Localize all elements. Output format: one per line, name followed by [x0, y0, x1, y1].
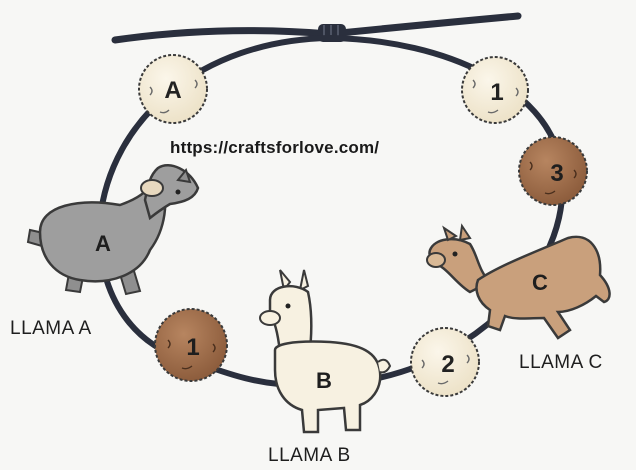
- bead-2-text: 2: [441, 351, 454, 378]
- bead-2-cream: 2: [410, 327, 480, 397]
- llama-c: C: [426, 223, 611, 340]
- bead-1-brown-text: 1: [186, 334, 199, 361]
- bead-1-cream-text: 1: [490, 79, 503, 106]
- bead-a: A: [138, 54, 208, 124]
- llama-a: A: [26, 163, 200, 296]
- llama-b-label: LLAMA B: [268, 445, 351, 466]
- cord-top-right: [326, 12, 522, 38]
- bead-1-brown: 1: [154, 308, 228, 382]
- llama-a-body-text: A: [95, 231, 111, 256]
- llama-c-body-text: C: [532, 270, 548, 295]
- bead-3-text: 3: [550, 160, 563, 187]
- cord-top-left: [111, 27, 334, 44]
- llama-b: B: [259, 269, 392, 434]
- website-url: https://craftsforlove.com/: [170, 138, 380, 157]
- llama-b-body-text: B: [316, 368, 332, 393]
- bead-3-brown: 3: [518, 136, 588, 206]
- bead-1-cream: 1: [461, 56, 529, 124]
- llama-a-label: LLAMA A: [10, 318, 92, 339]
- bead-a-text: A: [164, 77, 181, 104]
- llama-c-label: LLAMA C: [519, 352, 603, 373]
